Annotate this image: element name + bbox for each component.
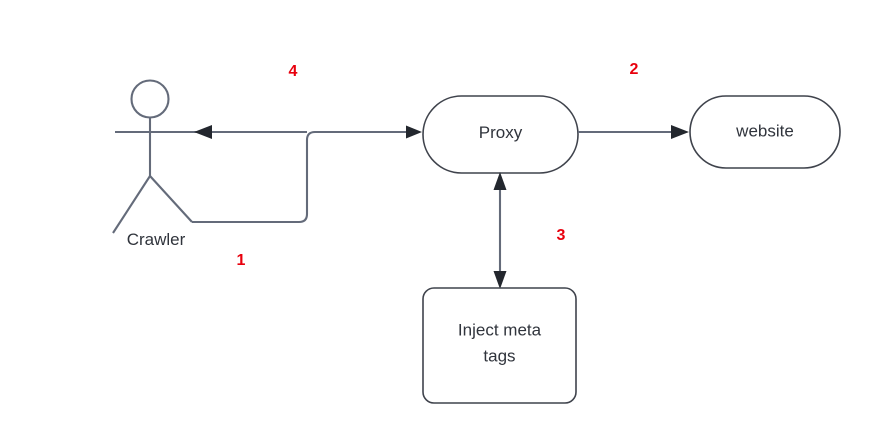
node-inject-meta-tags-label-line1: Inject meta: [458, 320, 542, 339]
connector-step-3-arrowhead-down-icon: [493, 271, 507, 289]
node-website-label: website: [735, 121, 794, 140]
node-inject-meta-tags-label-line2: tags: [483, 346, 515, 365]
crawler-right-leg-line: [149, 175, 193, 223]
step-number-2: 2: [630, 61, 639, 78]
connector-step-3: 3: [493, 172, 566, 289]
node-proxy[interactable]: Proxy: [422, 95, 579, 174]
node-inject-meta-tags-shape[interactable]: [422, 287, 577, 404]
step-number-1: 1: [237, 252, 246, 269]
crawler-head-icon: [130, 79, 170, 119]
step-number-3: 3: [557, 227, 566, 244]
crawler-label: Crawler: [127, 230, 186, 249]
node-website[interactable]: website: [689, 95, 841, 169]
connector-step-4-arrowhead-icon: [194, 125, 212, 139]
node-proxy-shape[interactable]: [422, 95, 579, 174]
step-number-4: 4: [289, 63, 298, 80]
connector-step-3-arrowhead-up-icon: [493, 172, 507, 190]
connector-step-2: 2: [578, 61, 689, 139]
node-website-shape[interactable]: [689, 95, 841, 169]
connector-step-1-line: [192, 130, 412, 224]
connector-step-2-arrowhead-icon: [671, 125, 689, 139]
connector-step-1: 1: [192, 125, 422, 269]
connector-step-4: 4: [194, 63, 307, 139]
node-proxy-label: Proxy: [479, 123, 523, 142]
crawler-left-leg-line: [112, 175, 151, 234]
crawler-figure: Crawler: [112, 79, 197, 249]
node-inject-meta-tags[interactable]: Inject meta tags: [422, 287, 577, 404]
connector-step-1-arrowhead-icon: [406, 125, 422, 139]
